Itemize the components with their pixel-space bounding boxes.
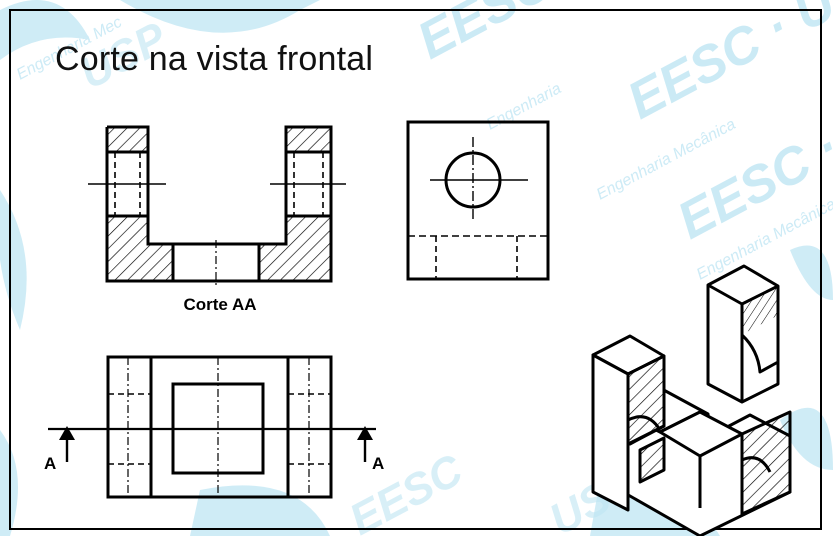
hatch-top-left: [107, 127, 148, 152]
cut-label-left: A: [44, 454, 56, 473]
hatch-base-left: [107, 216, 173, 281]
cut-label-right: A: [372, 454, 384, 473]
isometric-view: [591, 264, 792, 536]
section-caption: Corte AA: [183, 295, 256, 314]
slide-frame: [9, 9, 822, 530]
hatch-base-right: [259, 216, 331, 281]
side-view: [406, 120, 550, 281]
section-view: [88, 125, 346, 285]
hatch-top-right: [286, 127, 331, 152]
top-view: [48, 355, 376, 499]
slide-title: Corte na vista frontal: [55, 40, 374, 78]
